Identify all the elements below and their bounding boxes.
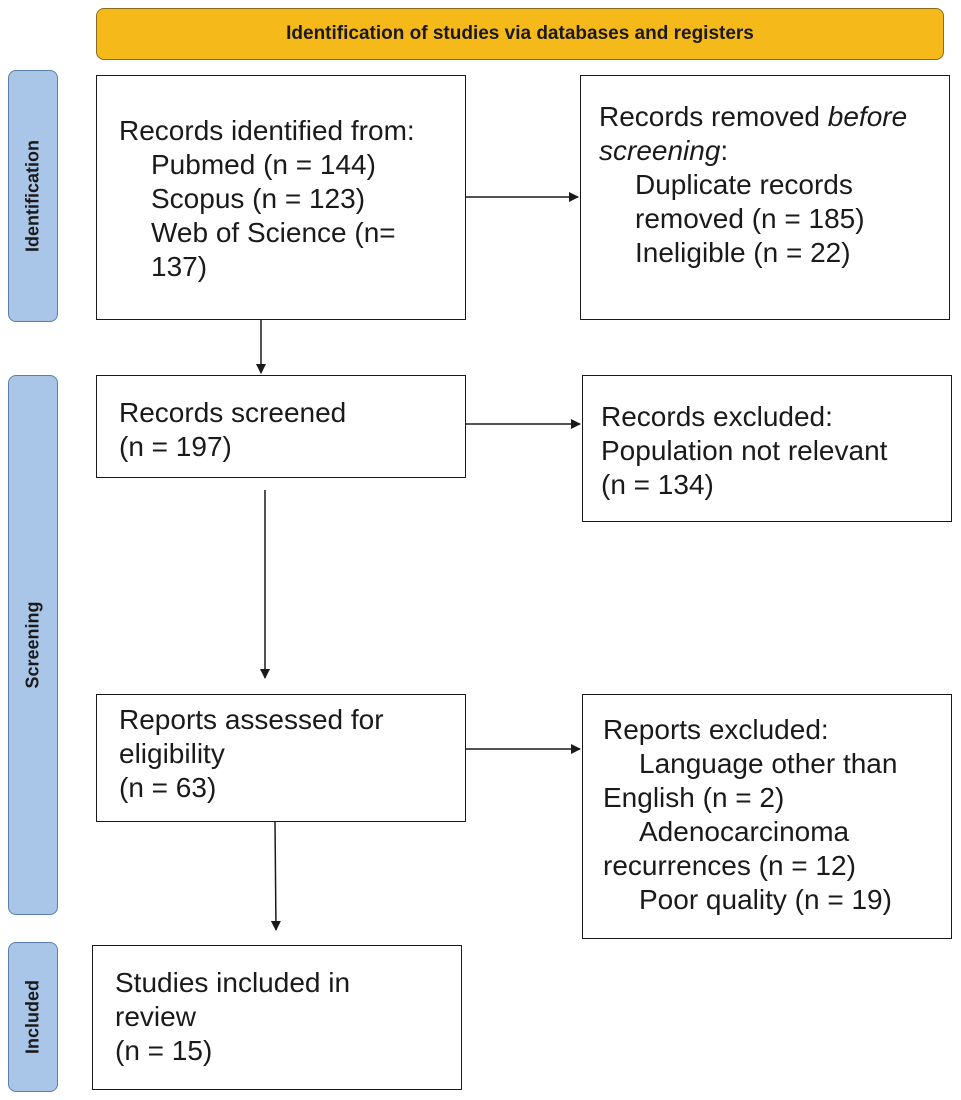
records-removed-title-emphasis: before xyxy=(827,101,908,132)
duplicate-records-line1: Duplicate records xyxy=(635,169,853,200)
records-removed-title-emphasis-2: screening xyxy=(599,135,721,166)
stage-screening: Screening xyxy=(8,375,58,915)
stage-included: Included xyxy=(8,942,58,1092)
records-screened-title: Records screened xyxy=(119,397,347,428)
records-excluded-box: Records excluded: Population not relevan… xyxy=(582,375,952,522)
source-web-of-science: Web of Science (n= xyxy=(151,217,396,248)
studies-included-title: Studies included in xyxy=(115,967,351,998)
reports-excluded-title: Reports excluded: xyxy=(603,714,829,745)
reports-assessed-title: Reports assessed for xyxy=(119,704,384,735)
reason-adenocarcinoma-line1: Adenocarcinoma xyxy=(639,816,850,847)
records-removed-box: Records removed before screening: Duplic… xyxy=(580,75,950,320)
records-excluded-title: Records excluded: xyxy=(601,401,833,432)
source-scopus: Scopus (n = 123) xyxy=(151,183,366,214)
stage-identification: Identification xyxy=(8,70,58,322)
records-removed-title-line2: screening: xyxy=(599,134,949,168)
records-removed-title-text: Records removed xyxy=(599,101,828,132)
studies-included-title-line2: review xyxy=(115,1001,196,1032)
records-screened-count: (n = 197) xyxy=(119,431,232,462)
studies-included-count: (n = 15) xyxy=(115,1035,213,1066)
reports-excluded-box: Reports excluded: Language other than En… xyxy=(582,694,952,939)
arrow-assessed-to-included xyxy=(270,821,281,931)
reason-language-line1: Language other than xyxy=(639,748,898,779)
duplicate-records-line2: removed (n = 185) xyxy=(635,203,865,234)
records-identified-box: Records identified from: Pubmed (n = 144… xyxy=(96,75,466,320)
records-excluded-count: (n = 134) xyxy=(601,469,714,500)
studies-included-box: Studies included in review (n = 15) xyxy=(92,945,462,1090)
source-web-of-science-count: 137) xyxy=(151,251,208,282)
records-screened-box: Records screened (n = 197) xyxy=(96,375,466,478)
ineligible-records: Ineligible (n = 22) xyxy=(635,237,851,268)
banner-title: Identification of studies via databases … xyxy=(286,23,754,44)
records-removed-title-colon: : xyxy=(720,135,729,166)
reason-poor-quality: Poor quality (n = 19) xyxy=(639,884,892,915)
reports-assessed-count: (n = 63) xyxy=(119,772,217,803)
reports-assessed-box: Reports assessed for eligibility (n = 63… xyxy=(96,694,466,822)
records-excluded-reason: Population not relevant xyxy=(601,435,888,466)
header-banner: Identification of studies via databases … xyxy=(96,8,944,60)
reason-language-line2: English (n = 2) xyxy=(603,782,785,813)
reports-assessed-title-line2: eligibility xyxy=(119,738,225,769)
records-identified-title: Records identified from: xyxy=(119,115,415,146)
records-removed-title: Records removed before xyxy=(599,100,949,134)
source-pubmed: Pubmed (n = 144) xyxy=(151,149,376,180)
reason-adenocarcinoma-line2: recurrences (n = 12) xyxy=(603,850,856,881)
